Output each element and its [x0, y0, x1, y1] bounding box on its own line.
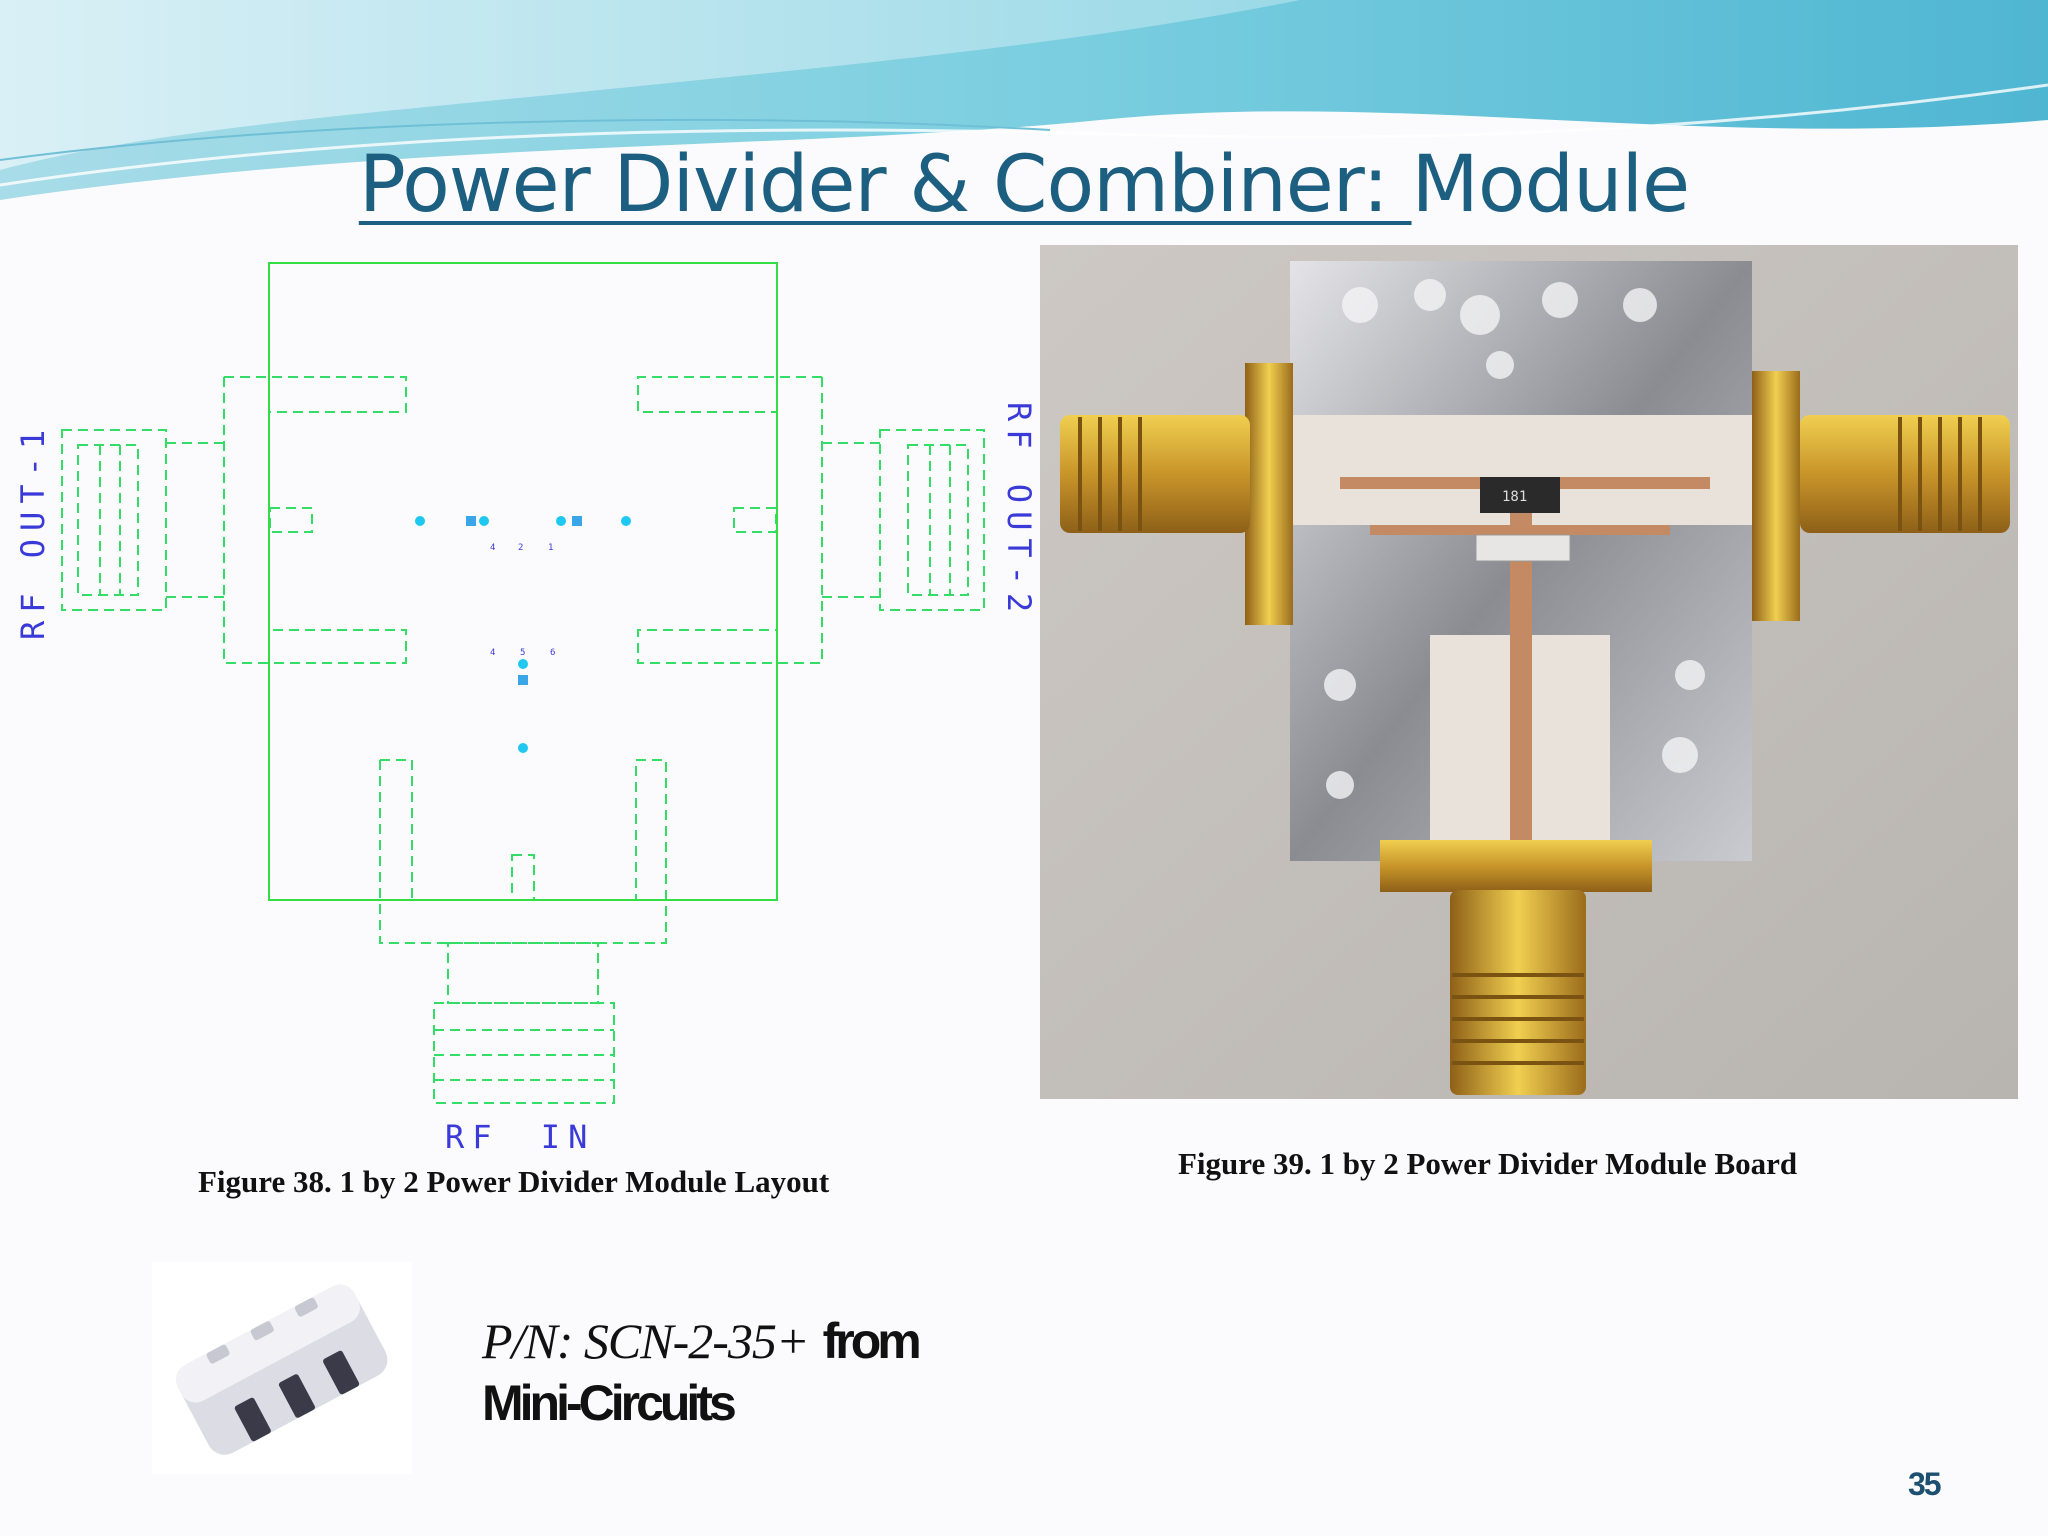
svg-text:4: 4 — [490, 543, 495, 553]
svg-text:5: 5 — [520, 648, 525, 658]
svg-text:6: 6 — [550, 648, 555, 658]
figure-39-caption: Figure 39. 1 by 2 Power Divider Module B… — [1178, 1146, 1798, 1181]
part-vendor: Mini-Circuits — [482, 1375, 737, 1431]
header-wave-decoration — [0, 0, 2048, 200]
svg-text:1: 1 — [548, 543, 553, 553]
svg-text:2: 2 — [518, 543, 523, 553]
rf-out-1-label: RF OUT-1 — [14, 422, 52, 640]
rf-out-2-label: RF OUT-2 — [1000, 402, 1038, 620]
rf-in-label: RF IN — [445, 1118, 595, 1156]
power-divider-board-photo: 181 — [1040, 245, 2018, 1099]
scn-2-35-chip-image — [152, 1262, 412, 1474]
part-number: P/N: SCN-2-35+ — [482, 1313, 810, 1369]
slide-title-main: Power Divider & Combiner: — [358, 140, 1412, 230]
via-pads — [415, 516, 631, 753]
page-number: 35 — [1908, 1466, 1942, 1502]
slide-title-end: Module — [1411, 140, 1691, 230]
power-divider-layout-diagram: 4 2 1 4 5 6 RF OUT-1 RF OUT-2 RF IN — [14, 262, 1038, 1156]
part-from: from — [822, 1313, 922, 1369]
part-number-text: P/N: SCN-2-35+ from Mini-Circuits — [482, 1310, 922, 1434]
chip-marking: 181 — [1502, 489, 1527, 505]
slide-title: Power Divider & Combiner: Module — [0, 140, 2048, 230]
figure-38-caption: Figure 38. 1 by 2 Power Divider Module L… — [198, 1164, 830, 1199]
svg-text:4: 4 — [490, 648, 495, 658]
